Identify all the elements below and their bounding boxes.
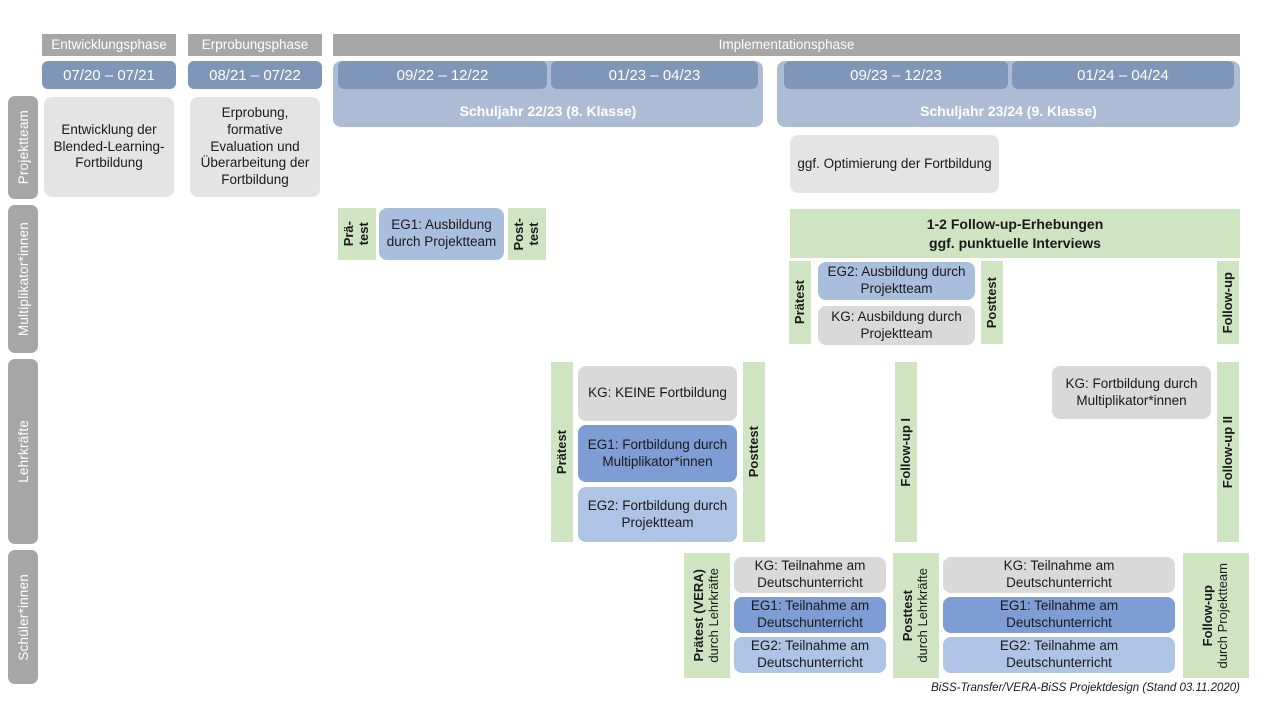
period-0124-0424: 01/24 – 04/24: [1012, 61, 1234, 89]
schoolyear-2223-label: Schuljahr 22/23 (8. Klasse): [459, 103, 637, 119]
schueler-right-kg-label: KG: Teilnahme am Deutschunterricht: [1003, 558, 1115, 590]
lehr-kg-keine-box: KG: KEINE Fortbildung: [578, 366, 737, 421]
phase-header-implementation-label: Implementationsphase: [718, 36, 855, 52]
multi-posttest-2-bar: Posttest: [981, 261, 1003, 344]
phase-header-entwicklung-label: Entwicklungsphase: [51, 36, 167, 52]
row-label-lehrkraefte: Lehrkräfte: [8, 359, 38, 544]
multi-eg1-box: EG1: Ausbildung durch Projektteam: [379, 208, 504, 260]
lehr-eg2-box: EG2: Fortbildung durch Projektteam: [578, 487, 737, 542]
lehr-followup-2-label: Follow-up II: [1219, 415, 1235, 489]
projektteam-erprobung-box: Erprobung, formative Evaluation und Über…: [190, 97, 320, 197]
multi-eg2-label: EG2: Ausbildung durch Projektteam: [827, 264, 966, 296]
schueler-right-kg-box: KG: Teilnahme am Deutschunterricht: [943, 557, 1175, 593]
schueler-left-eg1-label: EG1: Teilnahme am Deutschunterricht: [750, 598, 870, 630]
multi-followup-banner-line1: 1-2 Follow-up-Erhebungen: [926, 215, 1104, 232]
schueler-right-eg1-label: EG1: Teilnahme am Deutschunterricht: [999, 598, 1119, 630]
phase-header-implementation: Implementationsphase: [333, 34, 1240, 56]
schueler-followup-bar: Follow-up durch Projektteam: [1183, 553, 1249, 678]
multi-eg2-box: EG2: Ausbildung durch Projektteam: [818, 262, 975, 300]
period-0124-0424-label: 01/24 – 04/24: [1077, 66, 1169, 84]
schueler-followup-bold-label: Follow-up: [1200, 584, 1216, 647]
period-0923-1223-label: 09/23 – 12/23: [850, 66, 942, 84]
row-label-projektteam: Projektteam: [8, 96, 38, 199]
lehr-praetest-label: Prätest: [553, 429, 569, 475]
multi-followup-banner: 1-2 Follow-up-Erhebungen ggf. punktuelle…: [790, 209, 1240, 258]
projektteam-entwicklung-box: Entwicklung der Blended-Learning-Fortbil…: [44, 97, 174, 197]
lehr-eg2-label: EG2: Fortbildung durch Projektteam: [587, 497, 728, 530]
projektteam-optimierung-box: ggf. Optimierung der Fortbildung: [790, 135, 999, 193]
schueler-right-eg1-box: EG1: Teilnahme am Deutschunterricht: [943, 597, 1175, 633]
schueler-left-eg2-box: EG2: Teilnahme am Deutschunterricht: [734, 637, 886, 673]
lehr-posttest-bar: Posttest: [743, 362, 765, 542]
lehr-eg1-label: EG1: Fortbildung durch Multiplikator*inn…: [587, 436, 728, 469]
period-0922-1222-label: 09/22 – 12/22: [396, 66, 489, 84]
multi-praetest-2-bar: Prätest: [789, 261, 811, 344]
schueler-posttest-thin-label: durch Lehrkräfte: [915, 568, 930, 663]
multi-posttest-1-bar: Post- test: [508, 208, 546, 260]
multi-posttest-2-label: Posttest: [983, 276, 999, 329]
lehr-kg-keine-label: KG: KEINE Fortbildung: [588, 385, 727, 401]
multi-praetest-2-label: Prätest: [791, 280, 807, 325]
schueler-posttest-bold-label: Posttest: [900, 589, 916, 642]
schueler-left-kg-label: KG: Teilnahme am Deutschunterricht: [754, 558, 866, 590]
row-label-multiplikator: Multiplikator*innen: [8, 205, 38, 353]
lehr-followup-1-bar: Follow-up I: [895, 362, 917, 542]
lehr-eg1-box: EG1: Fortbildung durch Multiplikator*inn…: [578, 425, 737, 482]
row-label-multiplikator-text: Multiplikator*innen: [15, 221, 31, 337]
multi-followup-label: Follow-up: [1219, 271, 1235, 334]
footer-caption: BiSS-Transfer/VERA-BiSS Projektdesign (S…: [640, 682, 1240, 694]
multi-followup-bar: Follow-up: [1217, 261, 1239, 344]
multi-praetest-1-bar: Prä- test: [338, 208, 376, 260]
projektteam-entwicklung-label: Entwicklung der Blended-Learning-Fortbil…: [53, 121, 165, 171]
multi-posttest-1-label: Post- test: [511, 217, 541, 251]
schueler-left-eg2-label: EG2: Teilnahme am Deutschunterricht: [750, 638, 870, 670]
lehr-kg-fortbildung-box: KG: Fortbildung durch Multiplikator*inne…: [1052, 366, 1211, 419]
period-0821-0722: 08/21 – 07/22: [188, 61, 322, 89]
schueler-left-kg-box: KG: Teilnahme am Deutschunterricht: [734, 557, 886, 593]
phase-header-erprobung: Erprobungsphase: [188, 34, 322, 56]
schoolyear-2324-label: Schuljahr 23/24 (9. Klasse): [920, 103, 1097, 119]
multi-praetest-1-label: Prä- test: [341, 221, 371, 247]
row-label-lehrkraefte-text: Lehrkräfte: [15, 420, 31, 483]
schueler-left-eg1-box: EG1: Teilnahme am Deutschunterricht: [734, 597, 886, 633]
schueler-right-eg2-label: EG2: Teilnahme am Deutschunterricht: [999, 638, 1119, 670]
period-0923-1223: 09/23 – 12/23: [784, 61, 1008, 89]
schueler-praetest-thin-label: durch Lehrkräfte: [706, 568, 721, 663]
period-0720-0721: 07/20 – 07/21: [42, 61, 176, 89]
lehr-followup-1-label: Follow-up I: [897, 417, 913, 487]
schueler-right-eg2-box: EG2: Teilnahme am Deutschunterricht: [943, 637, 1175, 673]
schueler-praetest-bar: Prätest (VERA) durch Lehrkräfte: [684, 553, 730, 678]
multi-kg-label: KG: Ausbildung durch Projektteam: [831, 308, 962, 341]
period-0123-0423: 01/23 – 04/23: [551, 61, 758, 89]
multi-kg-box: KG: Ausbildung durch Projektteam: [818, 306, 975, 345]
period-0720-0721-label: 07/20 – 07/21: [63, 66, 155, 84]
lehr-followup-2-bar: Follow-up II: [1217, 362, 1239, 542]
schueler-praetest-bold-label: Prätest (VERA): [691, 569, 707, 662]
multi-followup-banner-line2: ggf. punktuelle Interviews: [929, 234, 1101, 251]
row-label-projektteam-text: Projektteam: [15, 110, 31, 185]
row-label-schueler-text: Schüler*innen: [15, 573, 31, 661]
projektteam-erprobung-label: Erprobung, formative Evaluation und Über…: [200, 104, 310, 188]
schueler-posttest-bar: Posttest durch Lehrkräfte: [893, 553, 939, 678]
footer-caption-text: BiSS-Transfer/VERA-BiSS Projektdesign (S…: [931, 682, 1240, 694]
period-0922-1222: 09/22 – 12/22: [338, 61, 547, 89]
period-0123-0423-label: 01/23 – 04/23: [608, 66, 701, 84]
lehr-kg-fortbildung-label: KG: Fortbildung durch Multiplikator*inne…: [1065, 375, 1198, 408]
period-0821-0722-label: 08/21 – 07/22: [209, 66, 301, 84]
lehr-posttest-label: Posttest: [745, 426, 761, 478]
lehr-praetest-bar: Prätest: [551, 362, 573, 542]
phase-header-erprobung-label: Erprobungsphase: [201, 36, 309, 52]
projektteam-optimierung-label: ggf. Optimierung der Fortbildung: [797, 155, 992, 171]
schueler-followup-thin-label: durch Projektteam: [1215, 562, 1230, 669]
row-label-schueler: Schüler*innen: [8, 550, 38, 684]
phase-header-entwicklung: Entwicklungsphase: [42, 34, 176, 56]
multi-eg1-label: EG1: Ausbildung durch Projektteam: [386, 217, 497, 249]
